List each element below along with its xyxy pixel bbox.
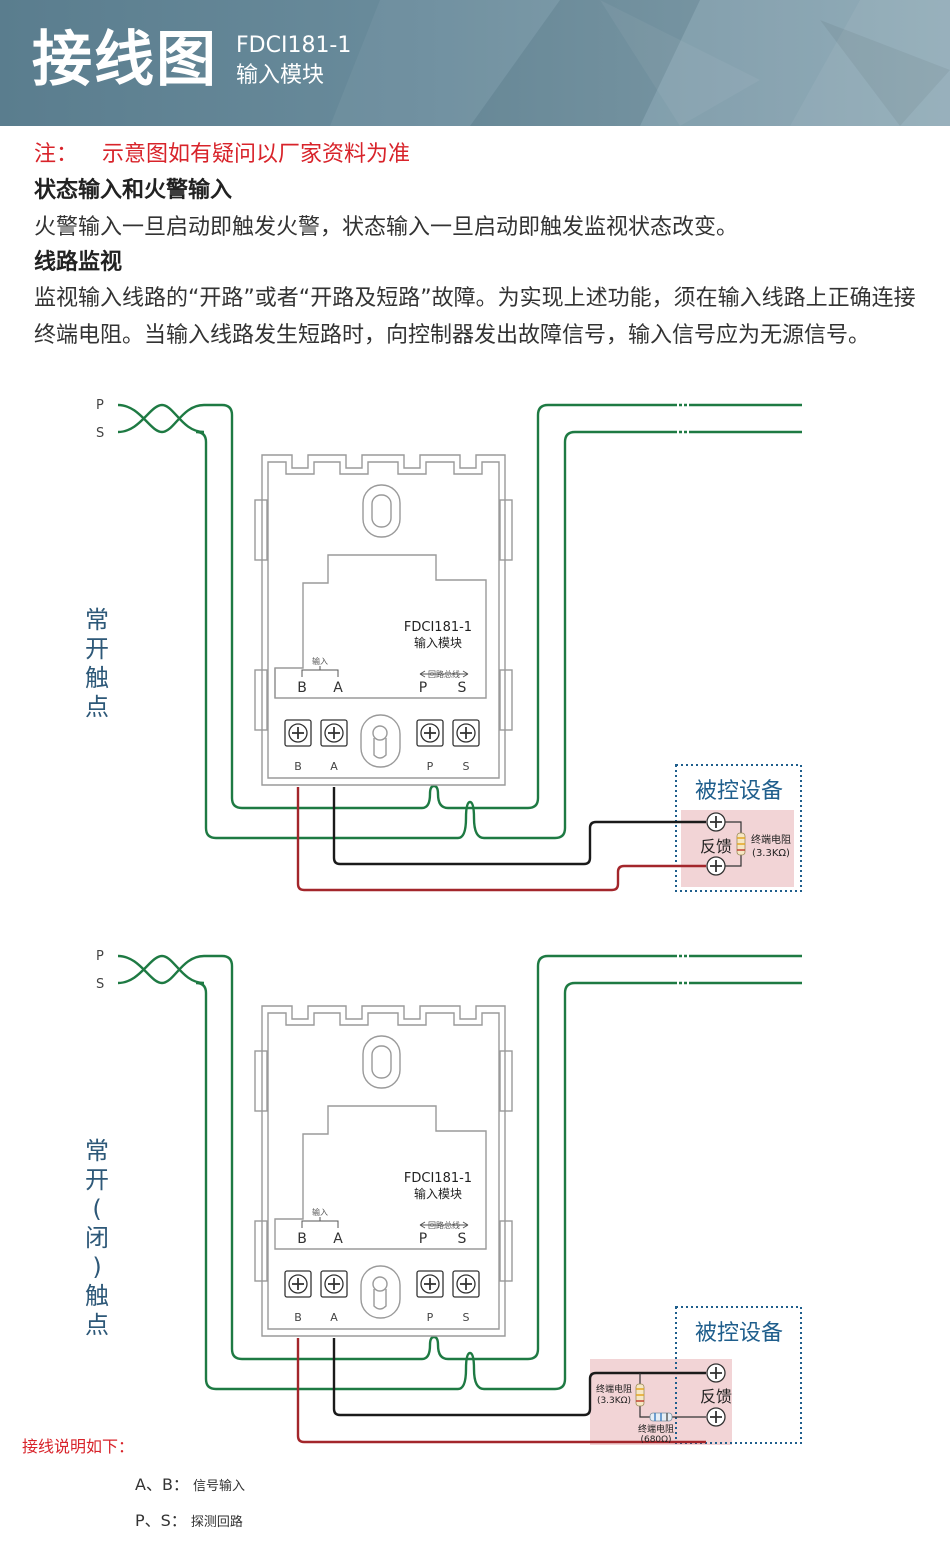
end-resistor-3k3-icon <box>635 1383 645 1407</box>
legend-row-ab: A、B：信号输入 <box>135 1474 245 1498</box>
disclaimer-note: 注： 示意图如有疑问以厂家资料为准 <box>34 140 410 170</box>
bus-label-s: S <box>96 977 104 992</box>
term-top-label-p: P <box>419 680 427 696</box>
wire-red-b <box>296 787 706 892</box>
note-prefix: 注： <box>34 142 79 167</box>
legend-key-ab: A、B： <box>135 1475 189 1494</box>
resistor2-name: 终端电阻 <box>638 1423 674 1435</box>
section-body-input: 火警输入一旦启动即触发火警，状态输入一旦启动即触发监视状态改变。 <box>34 215 739 240</box>
resistor2-value: (680Ω) <box>640 1435 671 1445</box>
module-housing <box>254 1005 513 1337</box>
term-bottom-label-s: S <box>463 1311 470 1324</box>
module-model-label: FDCI181-1 <box>404 1171 472 1186</box>
bus-label-p: P <box>96 398 104 413</box>
term-top-label-s: S <box>458 1231 467 1247</box>
module-housing <box>254 454 513 786</box>
term-bottom-label-p: P <box>427 760 434 773</box>
feedback-label: 反馈 <box>700 1387 732 1406</box>
module-name-label: 输入模块 <box>414 635 462 650</box>
header-model: FDCI181-1 <box>236 33 352 58</box>
input-group-label: 输入 <box>312 656 328 666</box>
side-label-nc-contact: 常开(闭)触点 <box>85 1137 109 1339</box>
wire-red-b <box>296 1338 706 1444</box>
loop-group-label: 回路总线 <box>428 1220 460 1230</box>
section-heading-input: 状态输入和火警输入 <box>34 178 233 203</box>
device-title: 被控设备 <box>695 779 783 804</box>
legend-key-ps: P、S： <box>135 1511 187 1530</box>
legend-row-ps: P、S：探测回路 <box>135 1510 243 1534</box>
loop-bus-twisted-pair <box>117 403 802 840</box>
side-label-no-contact: 常开触点 <box>85 606 109 721</box>
term-top-label-a: A <box>333 1231 343 1247</box>
resistor1-name: 终端电阻 <box>596 1383 632 1395</box>
resistor1-value: (3.3KΩ) <box>752 848 790 859</box>
device-title: 被控设备 <box>695 1321 783 1346</box>
resistor1-name: 终端电阻 <box>751 833 791 846</box>
page-title: 接线图 <box>32 25 218 95</box>
wiring-diagram-2: P S 输入 回路总线 FDCI181-1 输入模块 B A <box>0 941 950 1461</box>
note-text: 示意图如有疑问以厂家资料为准 <box>102 142 411 167</box>
term-top-label-b: B <box>297 1231 307 1247</box>
term-top-label-a: A <box>333 680 343 696</box>
term-bottom-label-b: B <box>294 1311 302 1324</box>
legend-desc-ab: 信号输入 <box>192 1479 245 1494</box>
bus-label-s: S <box>96 426 104 441</box>
loop-group-label: 回路总线 <box>428 669 460 679</box>
feedback-label: 反馈 <box>700 837 732 856</box>
bus-label-p: P <box>96 949 104 964</box>
terminal-screws <box>284 719 480 747</box>
header-pattern <box>330 0 950 126</box>
module-model-label: FDCI181-1 <box>404 620 472 635</box>
loop-bus-twisted-pair <box>117 954 802 1391</box>
section-body-monitor: 监视输入线路的“开路”或者“开路及短路”故障。为实现上述功能，须在输入线路上正确… <box>34 286 916 348</box>
term-top-label-s: S <box>458 680 467 696</box>
legend-desc-ps: 探测回路 <box>190 1515 243 1530</box>
header-banner: 接线图 FDCI181-1 输入模块 <box>0 0 950 126</box>
term-top-label-b: B <box>297 680 307 696</box>
wiring-legend-title: 接线说明如下： <box>22 1437 135 1456</box>
end-resistor-3k3-icon <box>736 832 746 856</box>
end-resistor-680-icon <box>649 1412 673 1422</box>
input-group-label: 输入 <box>312 1207 328 1217</box>
resistor1-value: (3.3KΩ) <box>597 1396 631 1406</box>
term-bottom-label-b: B <box>294 760 302 773</box>
term-bottom-label-s: S <box>463 760 470 773</box>
term-top-label-p: P <box>419 1231 427 1247</box>
terminal-screws <box>284 1270 480 1298</box>
wire-black-a <box>332 787 706 866</box>
header-subtitle: 输入模块 <box>236 63 325 88</box>
section-heading-monitor: 线路监视 <box>34 250 123 275</box>
module-name-label: 输入模块 <box>414 1186 462 1201</box>
term-bottom-label-a: A <box>330 760 338 773</box>
wiring-diagram-1: P S 输入 回路总线 FDCI181-1 输入模块 <box>0 390 950 910</box>
wire-black-a <box>332 1338 706 1417</box>
term-bottom-label-p: P <box>427 1311 434 1324</box>
term-bottom-label-a: A <box>330 1311 338 1324</box>
